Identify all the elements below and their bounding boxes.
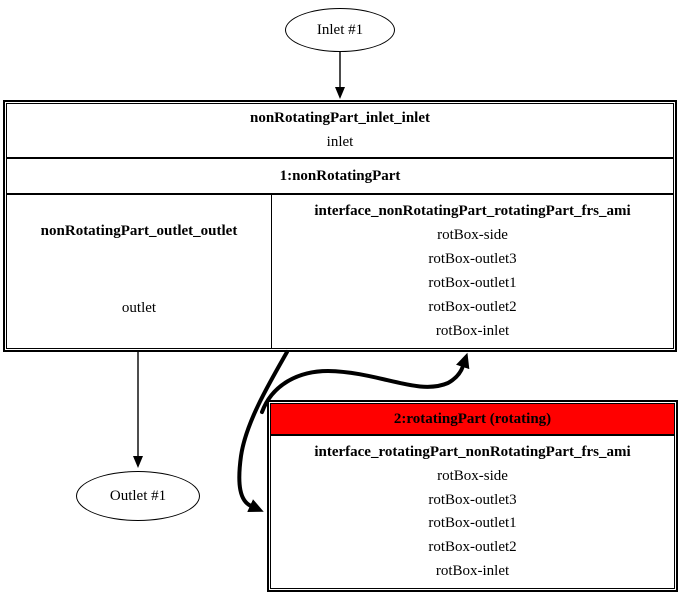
patch-item: rotBox-inlet — [435, 323, 510, 339]
outlet-boundary-title: nonRotatingPart_outlet_outlet — [40, 223, 238, 239]
rotatingpart-table: 2:rotatingPart (rotating) interface_rota… — [270, 403, 675, 589]
outlet-port-label: outlet — [121, 300, 157, 316]
patch-item: rotBox-outlet1 — [428, 515, 517, 532]
outlet-boundary-cell: nonRotatingPart_outlet_outlet outlet — [7, 195, 272, 348]
node-outlet: Outlet #1 — [76, 471, 200, 521]
patch-item: rotBox-outlet2 — [428, 539, 517, 556]
patch-item: rotBox-side — [437, 467, 508, 484]
nonrotatingpart-inlet-row: nonRotatingPart_inlet_inlet inlet — [7, 104, 673, 159]
node-rotatingpart: 2:rotatingPart (rotating) interface_rota… — [267, 400, 678, 592]
nonrotatingpart-interface-cell: interface_nonRotatingPart_rotatingPart_f… — [272, 195, 673, 348]
nonrotatingpart-interface-title: interface_nonRotatingPart_rotatingPart_f… — [314, 203, 631, 219]
patch-item: rotBox-outlet2 — [428, 299, 517, 315]
inlet-label: Inlet #1 — [316, 21, 364, 38]
inlet-port-label: inlet — [326, 133, 354, 150]
nonrotatingpart-table: nonRotatingPart_inlet_inlet inlet 1:nonR… — [6, 103, 674, 349]
patch-item: rotBox-outlet3 — [428, 251, 517, 267]
patch-item: rotBox-outlet1 — [428, 275, 517, 291]
rotatingpart-name-row: 2:rotatingPart (rotating) — [271, 404, 674, 436]
node-nonrotatingpart: nonRotatingPart_inlet_inlet inlet 1:nonR… — [3, 100, 677, 352]
outlet-label: Outlet #1 — [109, 487, 167, 504]
rotatingpart-interface-cell: interface_rotatingPart_nonRotatingPart_f… — [271, 436, 674, 588]
patch-item: rotBox-inlet — [435, 563, 510, 580]
node-inlet: Inlet #1 — [285, 8, 395, 52]
nonrotatingpart-name-row: 1:nonRotatingPart — [7, 159, 673, 195]
inlet-boundary-title: nonRotatingPart_inlet_inlet — [250, 110, 430, 127]
patch-item: rotBox-outlet3 — [428, 491, 517, 508]
nonrotatingpart-body: nonRotatingPart_outlet_outlet outlet int… — [7, 195, 673, 348]
rotatingpart-interface-title: interface_rotatingPart_nonRotatingPart_f… — [314, 443, 631, 460]
patch-item: rotBox-side — [437, 227, 508, 243]
